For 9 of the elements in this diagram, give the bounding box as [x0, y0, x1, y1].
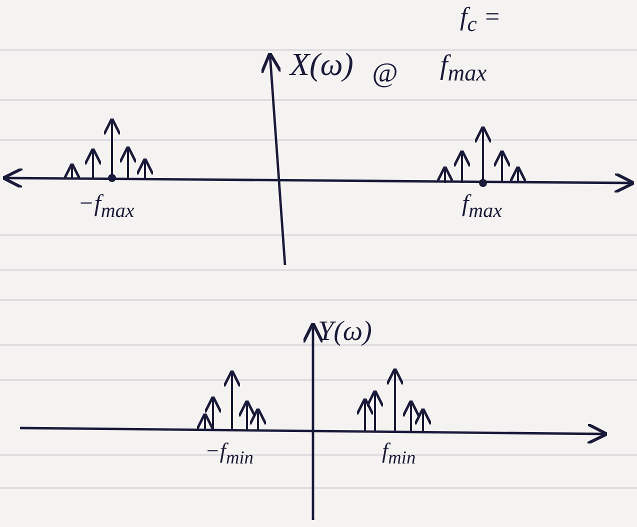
tick-label: −f$_{min}$ — [205, 440, 254, 467]
axis-label: X(ω) — [290, 48, 354, 80]
at-sign: @ — [372, 60, 398, 88]
equation-label: f$_{c}$ = — [460, 4, 501, 36]
equation-label: f$_{max}$ — [440, 52, 487, 86]
tick-label: −f$_{max}$ — [78, 192, 134, 221]
axis-label: Y(ω) — [318, 318, 372, 346]
tick-label: f$_{max}$ — [462, 192, 502, 221]
tick-label: f$_{min}$ — [382, 440, 416, 467]
